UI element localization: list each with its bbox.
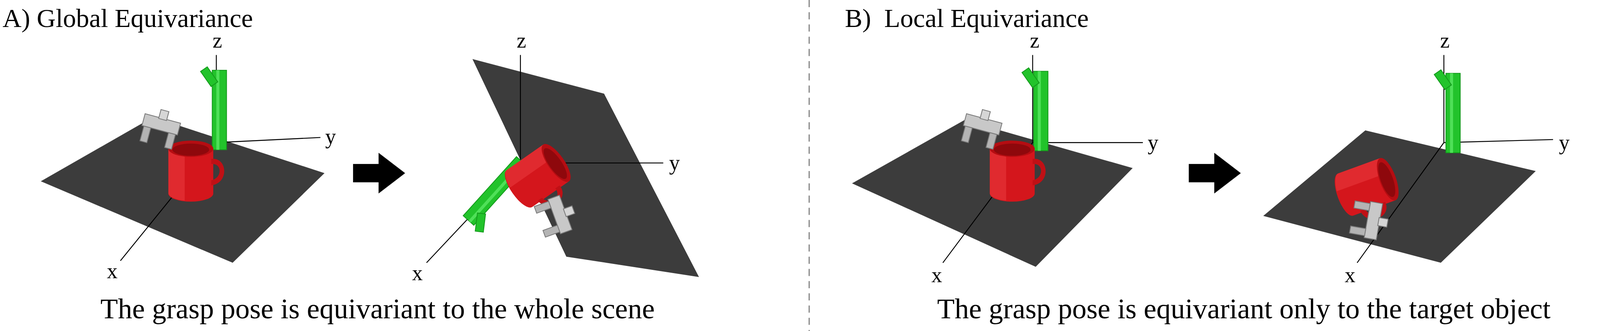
scene-original <box>40 55 325 263</box>
axis-label: x <box>106 259 118 284</box>
axis-label: y <box>1147 131 1159 155</box>
axis-label: z <box>516 28 527 53</box>
axis-label: y <box>669 151 681 175</box>
scene-rotated <box>426 55 700 278</box>
axis-label: y <box>325 125 337 149</box>
axis-label: x <box>1344 263 1356 288</box>
transform-arrow <box>353 152 406 194</box>
panel-heading: A) Global Equivariance <box>2 3 253 33</box>
axis-label: z <box>212 28 223 53</box>
caption: The grasp pose is equivariant only to th… <box>937 293 1551 325</box>
axis-label: x <box>411 261 423 286</box>
axis-label: y <box>1559 131 1570 155</box>
axis-label: z <box>1029 28 1040 53</box>
scene-original <box>852 55 1143 268</box>
panel-heading: B) Local Equivariance <box>844 3 1089 33</box>
axis-label: x <box>931 263 943 288</box>
divider <box>808 0 810 331</box>
transform-arrow <box>1188 152 1241 194</box>
caption: The grasp pose is equivariant to the who… <box>100 293 656 325</box>
scene-object-rotated <box>1263 55 1554 263</box>
axis-label: z <box>1440 28 1450 53</box>
